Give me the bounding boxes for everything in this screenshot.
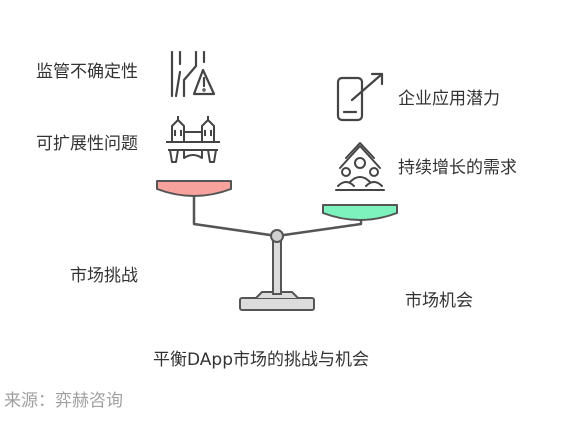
scale-base xyxy=(239,297,315,311)
scale-pivot xyxy=(270,229,284,243)
diagram-title: 平衡DApp市场的挑战与机会 xyxy=(153,350,370,370)
opportunity-label-enterprise: 企业应用潜力 xyxy=(398,89,500,109)
challenges-caption: 市场挑战 xyxy=(70,266,138,286)
opportunities-caption: 市场机会 xyxy=(405,291,473,311)
source-credit: 来源：弈赫咨询 xyxy=(4,391,123,411)
people-demand-icon xyxy=(335,142,385,191)
scale-post xyxy=(272,237,282,295)
mobile-growth-icon xyxy=(336,72,384,122)
opportunities-pan xyxy=(322,204,398,221)
regulation-warning-icon xyxy=(170,50,216,98)
challenge-label-scalability: 可扩展性问题 xyxy=(36,134,138,154)
opportunity-label-demand: 持续增长的需求 xyxy=(398,158,517,178)
challenges-pan xyxy=(156,180,232,197)
bridge-icon xyxy=(166,116,220,163)
challenge-label-regulation: 监管不确定性 xyxy=(36,62,138,82)
